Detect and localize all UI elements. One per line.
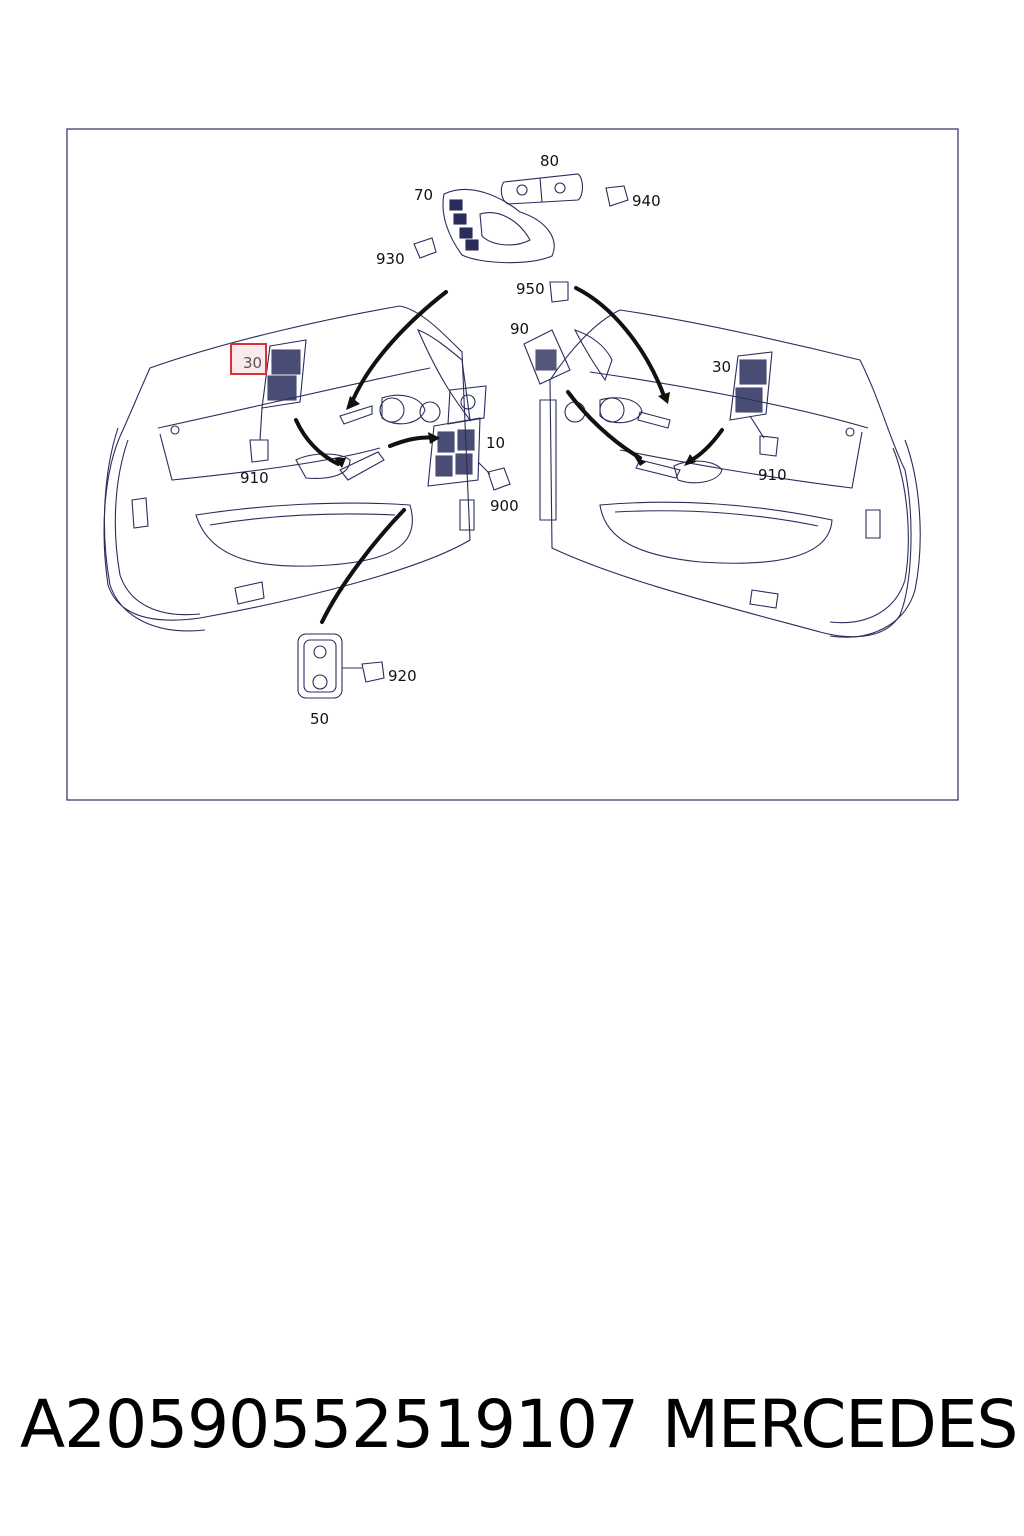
part-30-right-seat-switch[interactable]	[729, 351, 773, 421]
callout-940: 940	[632, 192, 661, 210]
callout-920: 920	[388, 667, 417, 685]
connector-940	[605, 185, 629, 207]
connector-910-left	[249, 407, 269, 463]
connector-920	[342, 661, 385, 683]
callout-910-left: 910	[240, 469, 269, 487]
callout-950: 950	[516, 280, 545, 298]
arrow-heads	[334, 392, 696, 468]
callout-930: 930	[376, 250, 405, 268]
assembly-arrows	[294, 286, 724, 624]
part-80-seat-memory-switch[interactable]	[500, 173, 584, 205]
right-door-panel	[539, 309, 921, 638]
part-90-switch[interactable]	[523, 329, 571, 385]
callout-30-right: 30	[712, 358, 731, 376]
callout-90: 90	[510, 320, 529, 338]
part-50-switch[interactable]	[297, 633, 343, 699]
callout-70: 70	[414, 186, 433, 204]
connector-950	[549, 281, 569, 303]
highlight-box-30	[230, 343, 267, 375]
brand-name: MERCEDES	[662, 1386, 1018, 1463]
part-10-window-switch-block[interactable]	[427, 385, 487, 487]
part-number: A20590552519107	[20, 1386, 639, 1463]
connector-910-right	[749, 415, 779, 457]
connector-930	[413, 237, 437, 259]
callout-910-right: 910	[758, 466, 787, 484]
callout-10: 10	[486, 434, 505, 452]
connector-900	[477, 461, 511, 491]
callout-900: 900	[490, 497, 519, 515]
part-70-seat-adjust-panel[interactable]	[442, 189, 555, 264]
part-30-left-seat-switch[interactable]	[261, 339, 307, 409]
footer: A20590552519107 MERCEDES	[0, 1380, 1024, 1470]
callout-30-left: 30	[243, 354, 262, 372]
callout-50: 50	[310, 710, 329, 728]
callout-80: 80	[540, 152, 559, 170]
diagram-frame	[66, 128, 959, 801]
left-door-panel	[103, 305, 475, 632]
